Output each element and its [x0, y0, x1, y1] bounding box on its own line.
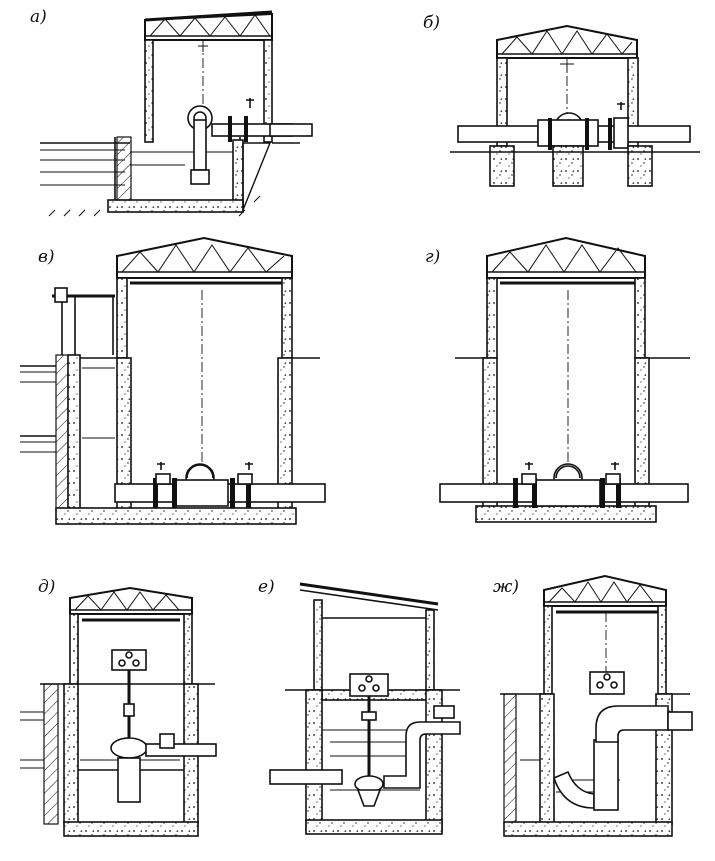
panel-v-pump: [114, 462, 326, 508]
panel-d: д): [20, 577, 217, 837]
panel-a-right-wall: [263, 39, 273, 143]
panel-v-intake: [52, 287, 115, 511]
panel-e-label: е): [258, 577, 275, 597]
panel-a-roof-truss: [144, 10, 273, 41]
panel-v-roof-truss: [116, 236, 293, 285]
panel-zh-pump: [553, 671, 693, 811]
panel-d-pump: [110, 649, 217, 803]
panel-a-left-wall: [144, 39, 154, 143]
panel-a-wet-well: [114, 137, 241, 211]
panel-d-label: д): [38, 577, 55, 597]
panel-v: в): [20, 236, 326, 525]
panel-e: е): [258, 577, 461, 835]
panel-e-roof: [299, 582, 439, 619]
panel-a-water: [40, 149, 235, 186]
panel-zh-roof-truss: [543, 574, 667, 614]
panel-g-pump: [439, 462, 689, 508]
panel-g: г): [425, 236, 690, 523]
panel-zh-label: ж): [493, 577, 519, 597]
panel-a: а): [30, 7, 313, 217]
panel-zh: ж): [493, 574, 693, 837]
panel-b: б): [423, 13, 700, 187]
panel-d-roof-truss: [69, 586, 193, 622]
panel-v-label: в): [38, 247, 55, 267]
panel-a-pump: [187, 98, 313, 185]
panel-g-label: г): [425, 247, 440, 267]
panel-b-label: б): [423, 13, 440, 33]
panel-b-roof-truss: [496, 24, 638, 59]
panel-e-pump: [269, 673, 461, 807]
panel-g-roof-truss: [486, 236, 646, 285]
panel-b-pipeline: [457, 102, 691, 150]
panel-a-label: а): [30, 7, 47, 27]
